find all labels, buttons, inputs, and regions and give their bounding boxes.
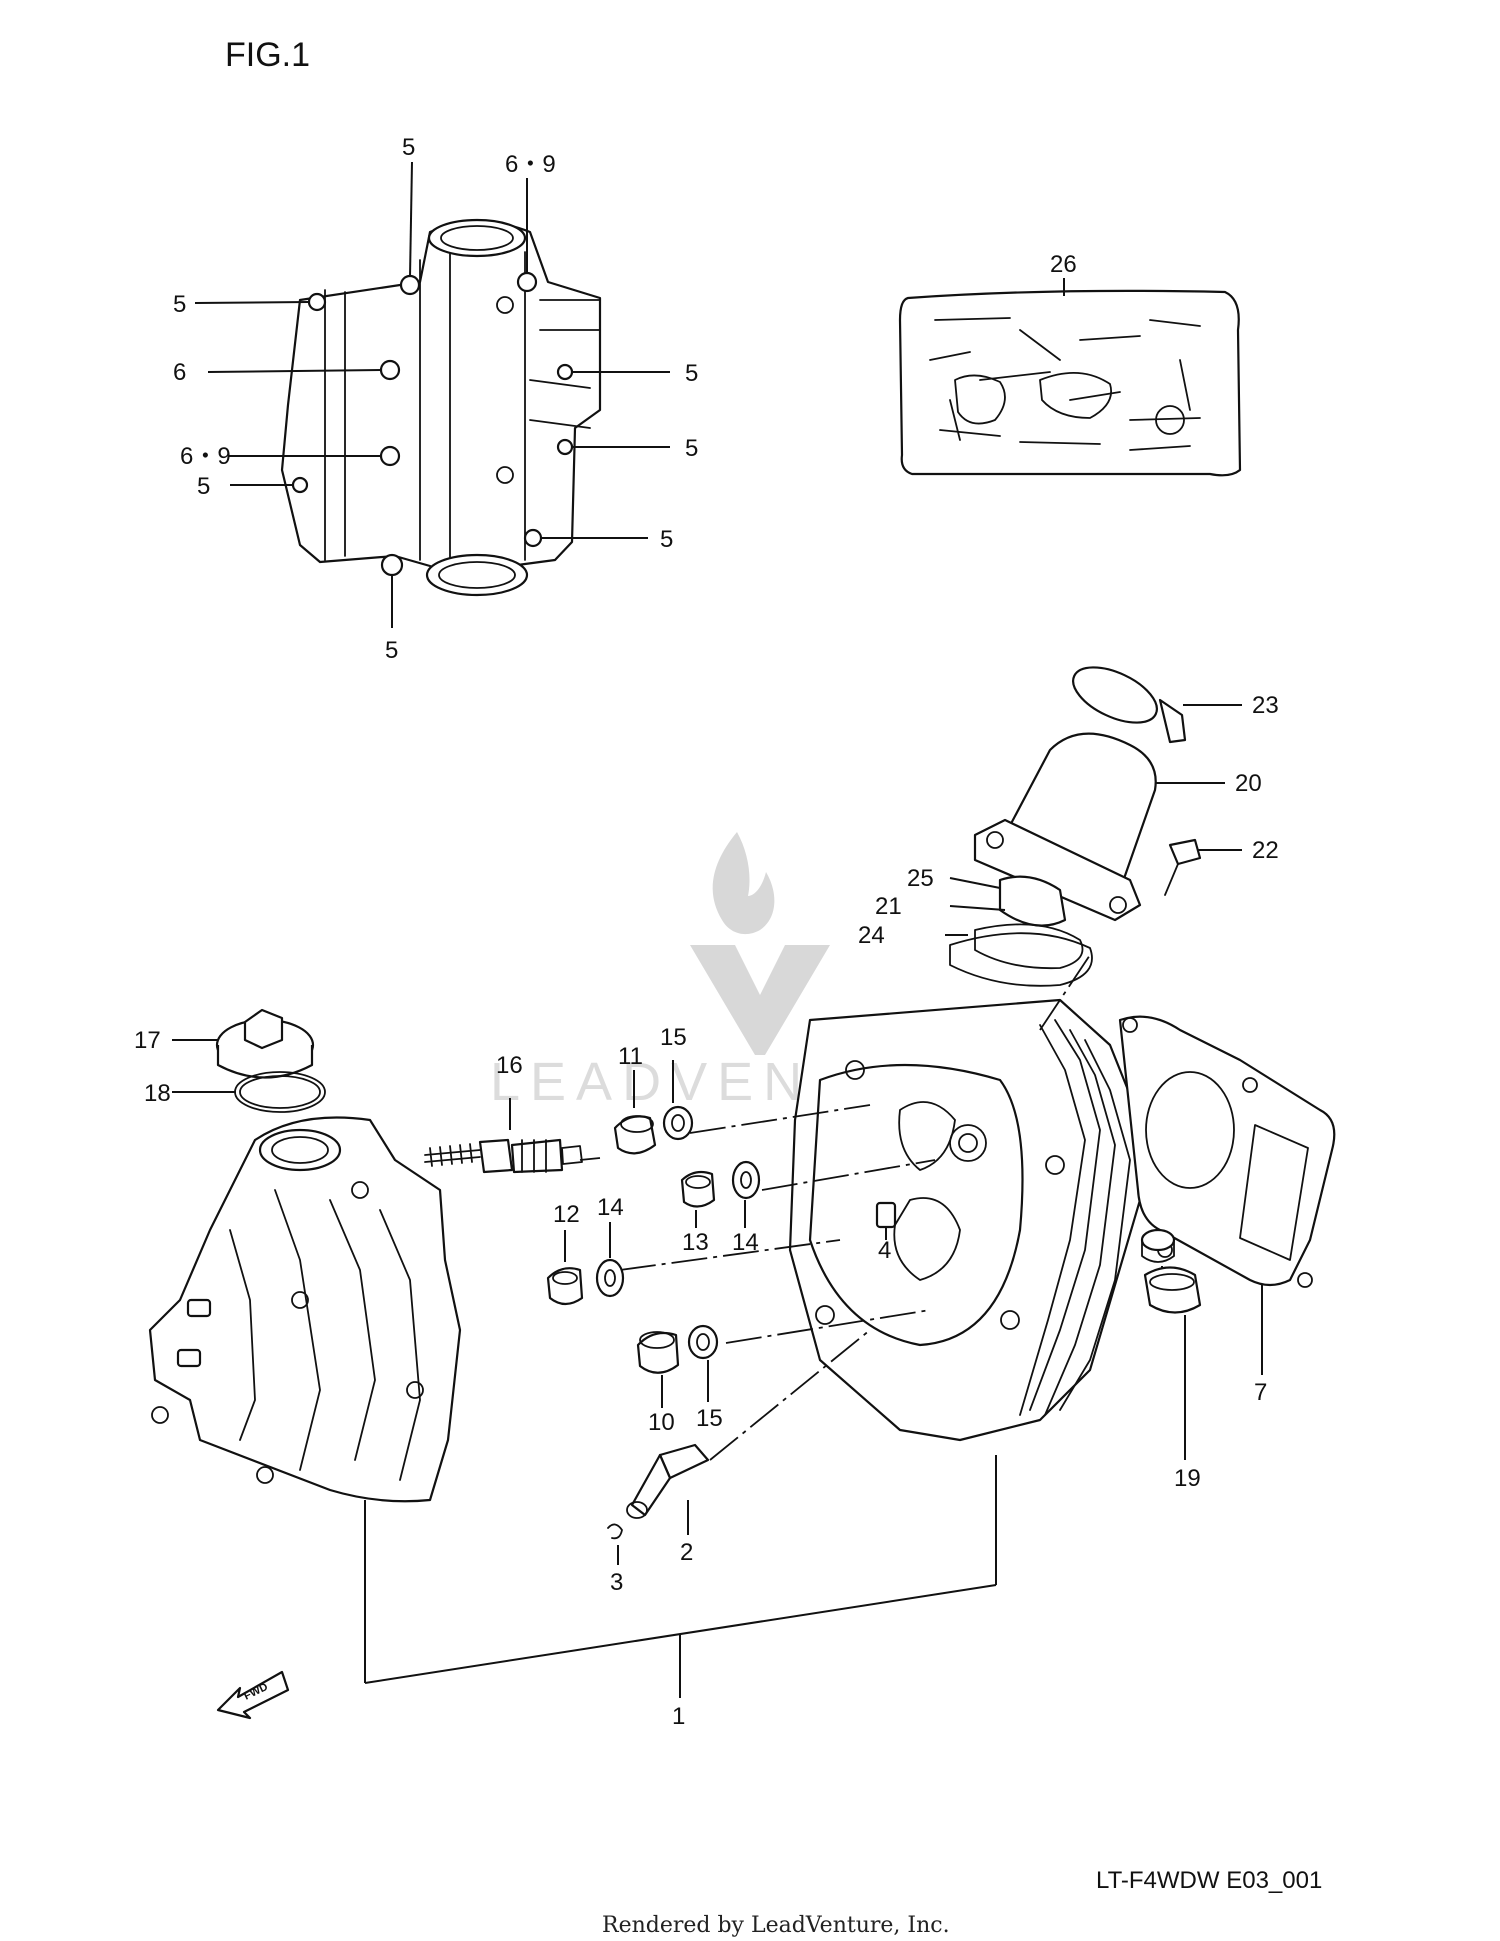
callout-11: 11 [618,1043,643,1070]
callout-5-left-lower: 5 [197,473,210,500]
o-ring-25 [974,923,1084,970]
washer-14-upper [731,1160,761,1200]
callout-18: 18 [144,1080,171,1107]
callout-5-right-lower: 5 [660,526,673,553]
cylinder-head [788,998,1142,1442]
dowel-pin-4 [875,1201,897,1229]
callout-13: 13 [682,1229,709,1256]
clamp-23 [1072,666,1158,724]
callout-3: 3 [610,1569,623,1596]
callout-20: 20 [1235,770,1262,797]
callout-5-right-middle: 5 [685,435,698,462]
callout-4: 4 [878,1237,891,1264]
figure-title: FIG.1 [225,36,310,74]
head-gasket-7 [1118,1015,1336,1288]
callout-2: 2 [680,1539,693,1566]
callout-15-lower: 15 [696,1405,723,1432]
assembly-bracket-1 [364,1455,997,1698]
callout-17: 17 [134,1027,161,1054]
callout-5-left: 5 [173,291,186,318]
callout-26: 26 [1050,251,1077,278]
clip-3 [607,1523,623,1540]
callout-7: 7 [1254,1379,1267,1406]
dowel-pin-8 [1140,1228,1176,1263]
intake-callout-lines [945,704,1242,936]
callout-5-top: 5 [402,134,415,161]
plug-19 [1143,1266,1202,1314]
callout-21: 21 [875,893,902,920]
callout-24: 24 [858,922,885,949]
washer-14-lower [595,1258,625,1298]
assembly-dashed-lines [579,954,1091,1461]
drawing-code: LT-F4WDW E03_001 [1096,1867,1322,1894]
oil-filler-cap-17 [215,1008,315,1079]
callout-22: 22 [1252,837,1279,864]
callout-5-right-upper: 5 [685,360,698,387]
cap-nut-10 [636,1331,680,1374]
spark-plug-16 [424,1098,583,1174]
gasket-24 [949,932,1093,987]
washer-15-upper [662,1105,694,1141]
gasket-set-26 [898,289,1242,477]
callout-25: 25 [907,865,934,892]
screw-22 [1168,838,1202,866]
fwd-arrow-icon: FWD [216,1670,290,1720]
head-cover-callout-lines [194,161,670,628]
bolt-2 [626,1443,710,1519]
cap-nut-11 [613,1115,657,1155]
nut-12 [546,1267,584,1306]
callout-12: 12 [553,1201,580,1228]
spacer-21 [998,875,1067,927]
o-ring-18 [234,1071,326,1113]
leadventure-flame-logo [712,832,775,935]
callout-14-lower: 14 [597,1194,624,1221]
callout-23: 23 [1252,692,1279,719]
callout-5-bottom: 5 [385,637,398,664]
cylinder-head-cover [148,1116,462,1503]
callout-16: 16 [496,1052,523,1079]
callout-10: 10 [648,1409,675,1436]
leadventure-v-mark [690,945,830,1055]
callout-15-upper: 15 [660,1024,687,1051]
footer-credit: Rendered by LeadVenture, Inc. [602,1913,950,1938]
head-cover-top-view [280,218,602,597]
nut-13 [680,1170,716,1208]
callout-6-9-left: 6・9 [180,443,231,470]
callout-6: 6 [173,359,186,386]
callout-6-9-top: 6・9 [505,151,556,178]
callout-19: 19 [1174,1465,1201,1492]
washer-15-lower [687,1324,719,1360]
callout-1: 1 [672,1703,685,1730]
intake-pipe-assembly [949,666,1202,987]
callout-14-upper: 14 [732,1229,759,1256]
